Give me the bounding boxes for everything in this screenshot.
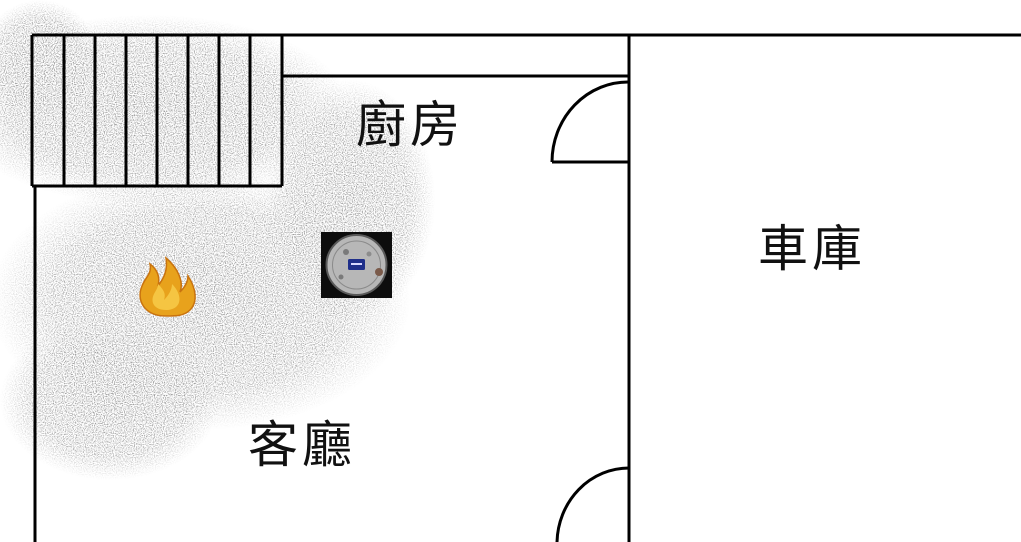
door-kitchen [550, 80, 630, 164]
smoke-detector-icon [321, 232, 392, 298]
fire-icon [139, 256, 196, 317]
room-label-living-room: 客廳 [248, 416, 356, 474]
smoke-cloud [0, 0, 435, 480]
door-living [555, 466, 630, 542]
room-label-garage: 車庫 [758, 220, 866, 278]
walls [30, 33, 1021, 542]
room-label-kitchen: 廚房 [356, 96, 464, 154]
staircase [32, 35, 284, 188]
